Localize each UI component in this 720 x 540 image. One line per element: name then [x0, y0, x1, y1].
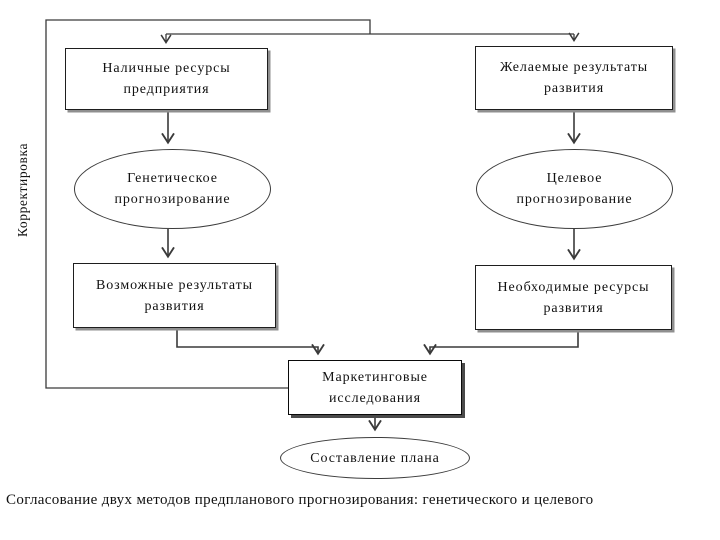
node-text-line: Необходимые ресурсы: [497, 279, 650, 295]
node-text-line: Наличные ресурсы: [102, 61, 231, 76]
node-text-line: Генетическое: [127, 171, 218, 186]
node-text-line: Возможные результаты: [96, 277, 253, 293]
node-genetic-forecasting: Генетическое прогнозирование: [74, 149, 271, 229]
node-text-line: Желаемые результаты: [499, 60, 649, 75]
node-text-line: Целевое: [546, 171, 603, 186]
diagram-caption: Согласование двух методов предпланового …: [6, 492, 594, 508]
node-available-resources: Наличные ресурсы предприятия: [65, 48, 268, 110]
node-text-line: развития: [144, 298, 205, 314]
node-text-line: развития: [543, 300, 604, 316]
node-possible-results: Возможные результаты развития: [73, 263, 276, 328]
node-plan-drafting: Составление плана: [280, 437, 470, 479]
node-desired-results: Желаемые результаты развития: [475, 46, 673, 110]
node-text-line: Составление плана: [310, 450, 440, 466]
node-text-line: развития: [543, 81, 605, 96]
connector-required-to-marketing: [423, 330, 579, 356]
feedback-loop-line: [45, 19, 371, 389]
node-text-line: прогнозирование: [114, 192, 231, 207]
node-text-line: предприятия: [123, 82, 210, 97]
node-target-forecasting: Целевое прогнозирование: [476, 149, 673, 229]
node-text-line: исследования: [329, 390, 421, 406]
connector-possible-to-marketing: [176, 330, 325, 356]
feedback-label: Корректировка: [15, 142, 30, 238]
node-text-line: Маркетинговые: [322, 369, 428, 385]
node-required-resources: Необходимые ресурсы развития: [475, 265, 672, 330]
node-text-line: прогнозирование: [516, 192, 633, 207]
node-marketing-research: Маркетинговые исследования: [288, 360, 462, 415]
